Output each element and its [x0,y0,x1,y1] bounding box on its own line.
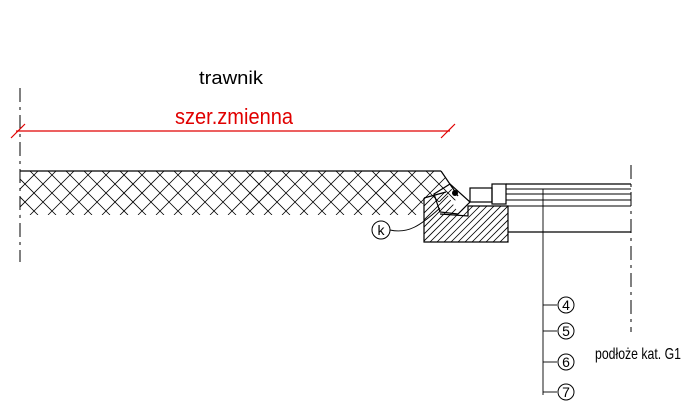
paving-edge [469,183,507,205]
lawn-label: trawnik [199,68,264,88]
svg-text:k: k [378,222,386,238]
soil-hatch [20,171,458,215]
svg-text:7: 7 [562,384,570,400]
dimension-tick-left [10,123,26,139]
svg-text:5: 5 [562,323,570,339]
curb-bedding [423,191,509,243]
layer-marker-6: 6 [543,353,575,371]
curb-marker: k [371,207,441,240]
dimension-tick-right [440,123,456,139]
dimension-label: szer.zmienna [175,104,294,129]
pavement-layers [506,183,631,233]
layer-marker-4: 4 [543,296,575,314]
layer-marker-5: 5 [543,322,575,340]
layer-marker-7: 7 [543,383,575,401]
curb-stone [433,183,471,215]
curb-joint-dot [452,190,458,196]
subgrade-label: podłoże kat. G1 [595,346,681,363]
svg-text:4: 4 [562,297,570,313]
svg-text:6: 6 [562,354,570,370]
